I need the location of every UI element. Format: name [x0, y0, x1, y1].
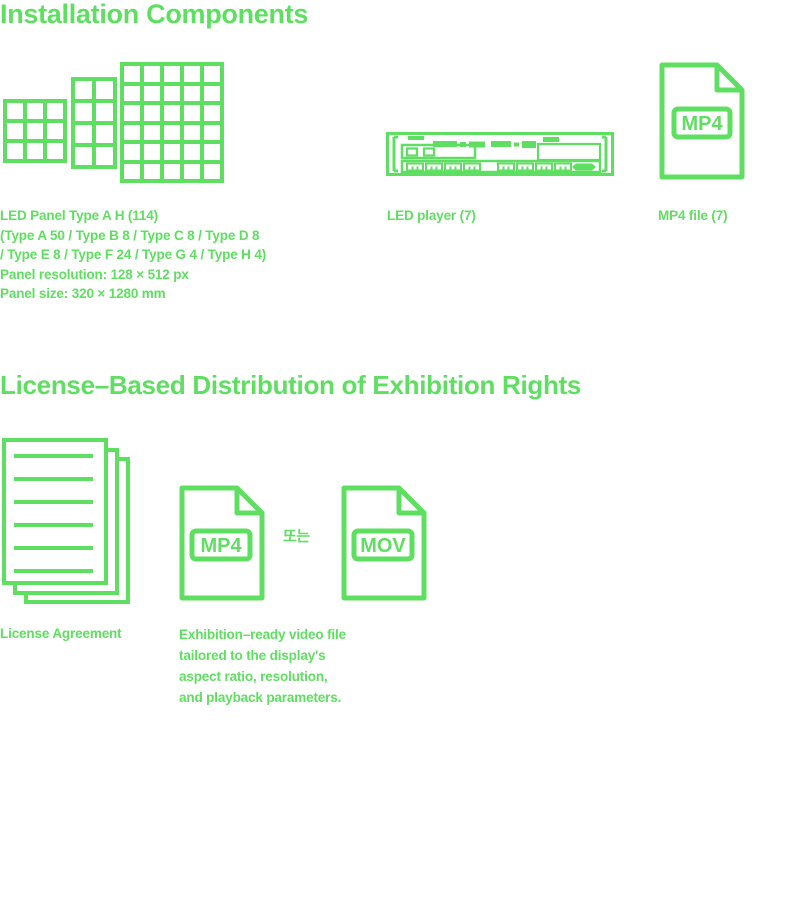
license-agreement-caption: License Agreement: [0, 626, 122, 641]
panel-cell: [184, 85, 200, 101]
panel-cell: [204, 124, 220, 140]
panel-cell: [204, 105, 220, 121]
document-stack-icon: [2, 438, 130, 604]
panel-cell: [96, 81, 113, 99]
panel-cell: [184, 144, 200, 160]
panel-cell: [124, 144, 140, 160]
panel-cell: [164, 105, 180, 121]
page-title-installation-components: Installation Components: [0, 0, 309, 29]
panel-cell: [96, 103, 113, 121]
connector-or-label: 또는: [283, 528, 310, 545]
caption-line: Exhibition–ready video file: [179, 627, 346, 642]
panel-cell: [75, 81, 92, 99]
page-title-license-distribution: License–Based Distribution of Exhibition…: [0, 370, 582, 400]
panel-cell: [27, 143, 43, 159]
led-player-caption: LED player (7): [387, 208, 476, 223]
led-panel-grid-large: [120, 62, 224, 183]
panel-cell: [144, 163, 160, 179]
caption-line: aspect ratio, resolution,: [179, 669, 328, 684]
panel-cell: [164, 85, 180, 101]
led-panel-grid-small: [3, 99, 67, 163]
panel-cell: [204, 144, 220, 160]
panel-cell: [124, 85, 140, 101]
panel-cell: [27, 103, 43, 119]
video-file-mov-label: MOV: [360, 535, 406, 557]
panel-cell: [47, 123, 63, 139]
mp4-file-icon: MP4: [659, 62, 745, 180]
caption-line: Panel size: 320 × 1280 mm: [0, 286, 166, 301]
panel-cell: [7, 143, 23, 159]
panel-cell: [124, 124, 140, 140]
mp4-file-label: MP4: [681, 113, 723, 135]
panel-cell: [144, 124, 160, 140]
panel-cell: [124, 163, 140, 179]
panel-cell: [164, 163, 180, 179]
caption-line: / Type E 8 / Type F 24 / Type G 4 / Type…: [0, 247, 267, 262]
panel-cell: [124, 66, 140, 82]
panel-cell: [75, 103, 92, 121]
panel-cell: [144, 105, 160, 121]
panel-cell: [75, 125, 92, 143]
panel-cell: [144, 85, 160, 101]
panel-cell: [204, 163, 220, 179]
panel-cell: [144, 66, 160, 82]
panel-cell: [7, 103, 23, 119]
caption-line: and playback parameters.: [179, 690, 342, 705]
mp4-file-caption: MP4 file (7): [658, 208, 728, 223]
led-panel-caption: LED Panel Type A H (114) (Type A 50 / Ty…: [0, 206, 266, 304]
panel-cell: [47, 103, 63, 119]
led-panel-grid-medium: [71, 77, 117, 169]
caption-line: LED Panel Type A H (114): [0, 208, 158, 223]
panel-cell: [184, 66, 200, 82]
panel-cell: [75, 147, 92, 165]
video-file-mp4-label: MP4: [200, 535, 242, 557]
panel-cell: [124, 105, 140, 121]
panel-cell: [164, 124, 180, 140]
video-file-mov-icon: MOV: [341, 485, 427, 601]
caption-line: tailored to the display's: [179, 648, 326, 663]
panel-cell: [96, 147, 113, 165]
panel-cell: [164, 144, 180, 160]
panel-cell: [96, 125, 113, 143]
panel-cell: [144, 144, 160, 160]
panel-cell: [27, 123, 43, 139]
panel-cell: [7, 123, 23, 139]
panel-cell: [204, 85, 220, 101]
caption-line: (Type A 50 / Type B 8 / Type C 8 / Type …: [0, 227, 260, 243]
panel-cell: [184, 124, 200, 140]
panel-cell: [204, 66, 220, 82]
led-player-rack-icon: [386, 132, 614, 176]
video-file-mp4-icon: MP4: [179, 485, 265, 601]
panel-cell: [184, 105, 200, 121]
panel-cell: [47, 143, 63, 159]
panel-cell: [184, 163, 200, 179]
video-file-caption: Exhibition–ready video file tailored to …: [179, 624, 346, 708]
caption-line: Panel resolution: 128 × 512 px: [0, 266, 189, 282]
panel-cell: [164, 66, 180, 82]
